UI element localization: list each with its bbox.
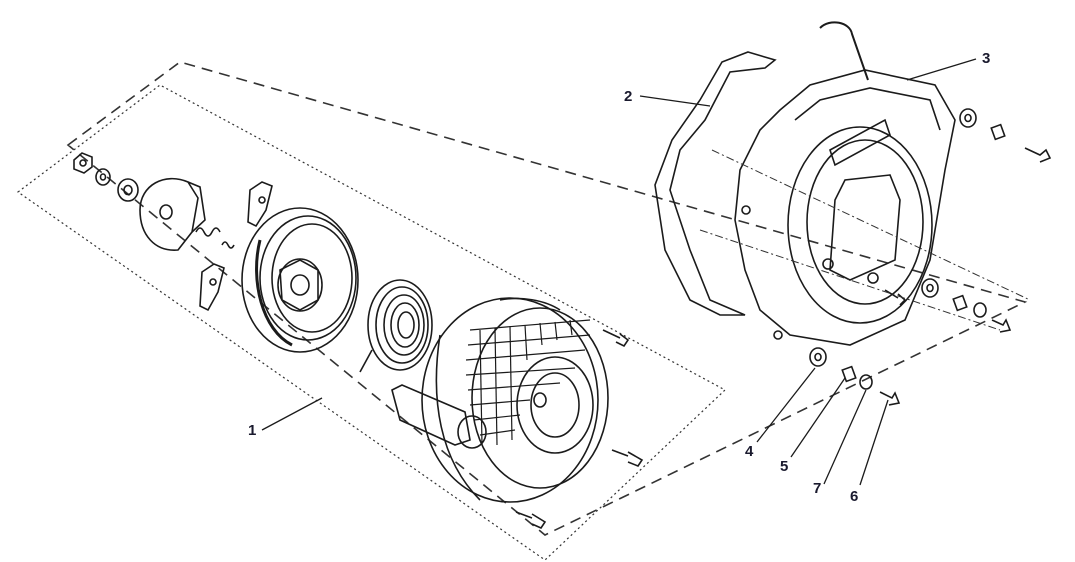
assembly-group-outline-dashed (66, 61, 1028, 536)
callout-7: 7 (813, 480, 822, 497)
callout-2: 2 (624, 88, 633, 105)
housing-vent-grid (465, 319, 591, 446)
callout-4: 4 (745, 443, 754, 460)
housing-bolts (515, 329, 644, 530)
callout-5: 5 (780, 458, 789, 475)
wire-link (819, 21, 869, 81)
callout-3: 3 (982, 50, 991, 67)
fan-shroud-assembly (654, 21, 1052, 406)
recoil-starter-group-outline-dotted (16, 84, 727, 561)
lower-fasteners (809, 347, 901, 406)
callout-6: 6 (850, 488, 859, 505)
starter-handle (391, 384, 471, 446)
recoil-spring (359, 279, 433, 373)
blower-housing (734, 69, 956, 346)
recoil-starter-assembly (73, 152, 644, 530)
side-fasteners (884, 278, 1012, 333)
nut-washer-stack (73, 152, 139, 202)
return-springs (195, 227, 235, 249)
leader-lines (261, 58, 977, 486)
friction-plate (139, 177, 206, 251)
starter-housing (391, 297, 609, 503)
upper-fasteners (959, 108, 1052, 163)
ratchet-pawls (199, 181, 273, 312)
callout-1: 1 (248, 422, 257, 439)
shroud-gasket (654, 51, 777, 316)
starter-pulley (241, 207, 359, 353)
